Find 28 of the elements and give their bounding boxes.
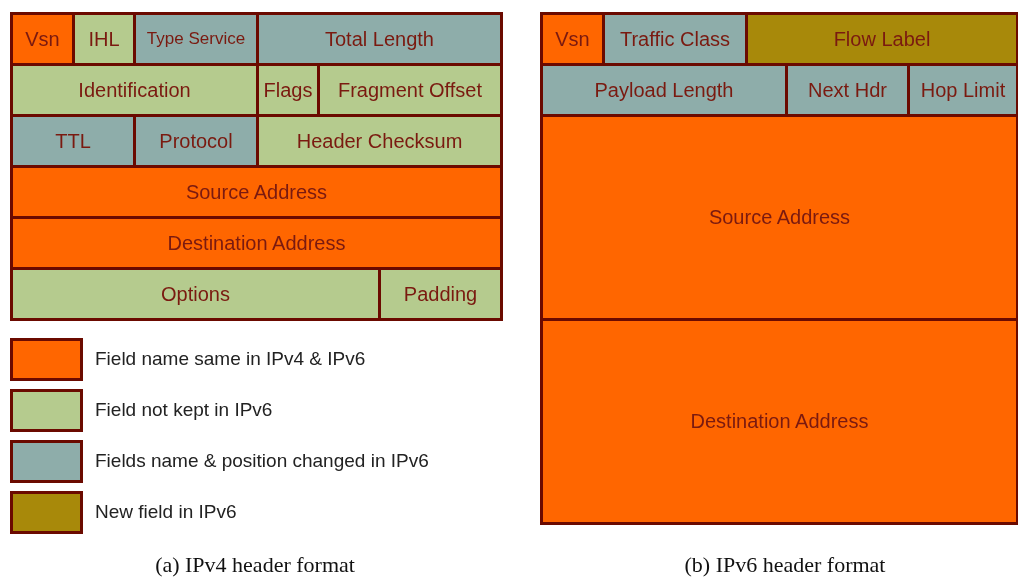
header-field: Protocol (133, 114, 259, 168)
legend-label: New field in IPv6 (95, 501, 237, 523)
header-field: Vsn (540, 12, 605, 66)
header-field: TTL (10, 114, 136, 168)
header-field: Header Checksum (256, 114, 503, 168)
header-field: Fragment Offset (317, 63, 503, 117)
header-field: Total Length (256, 12, 503, 66)
legend-label: Field not kept in IPv6 (95, 399, 273, 421)
header-field: Destination Address (10, 216, 503, 270)
figure-caption: (a) IPv4 header format (155, 552, 355, 578)
legend-label: Field name same in IPv4 & IPv6 (95, 348, 366, 370)
header-field: Padding (378, 267, 503, 321)
header-field: Flow Label (745, 12, 1018, 66)
header-field: Destination Address (540, 318, 1018, 525)
header-field: Flags (256, 63, 320, 117)
header-field: IHL (72, 12, 136, 66)
legend-label: Fields name & position changed in IPv6 (95, 450, 429, 472)
header-field: Type Service (133, 12, 259, 66)
header-field: Source Address (540, 114, 1018, 321)
header-field: Source Address (10, 165, 503, 219)
header-field: Options (10, 267, 381, 321)
header-field: Next Hdr (785, 63, 910, 117)
header-field: Hop Limit (907, 63, 1018, 117)
figure-caption: (b) IPv6 header format (684, 552, 886, 578)
header-field: Payload Length (540, 63, 788, 117)
header-field: Identification (10, 63, 259, 117)
header-field: Vsn (10, 12, 75, 66)
header-field: Traffic Class (602, 12, 748, 66)
